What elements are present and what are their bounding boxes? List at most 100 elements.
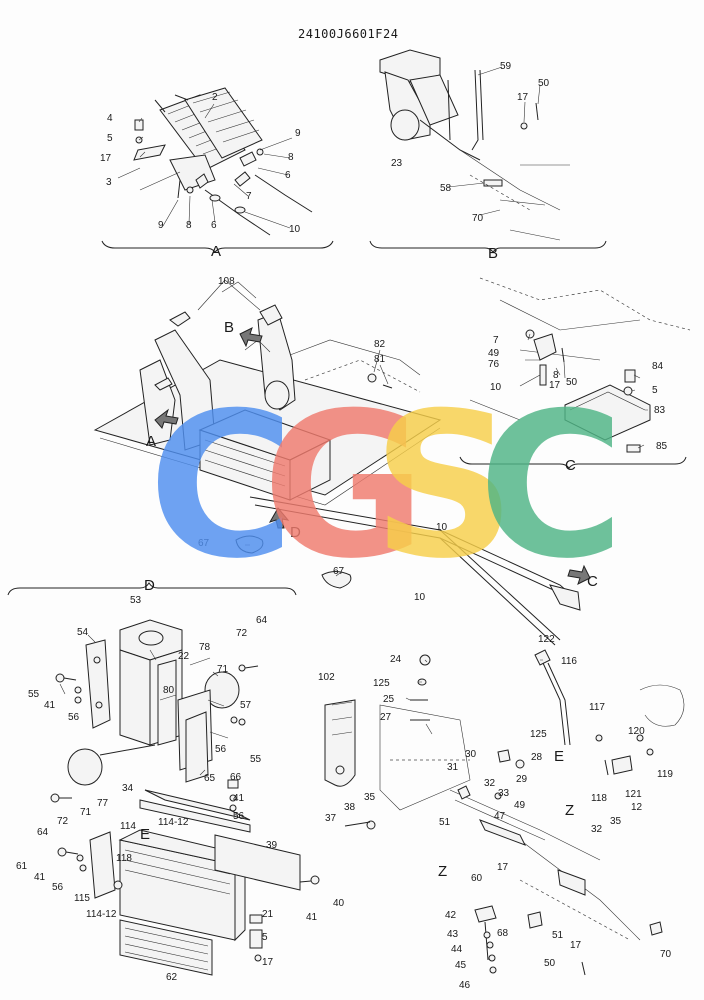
part-number-main: 67	[198, 538, 210, 549]
part-number-right: 37	[325, 813, 337, 824]
part-number-d: 22	[178, 651, 190, 662]
part-number-d: 55	[250, 754, 262, 765]
part-number-d: 71	[217, 664, 229, 675]
part-number-c: 10	[490, 382, 502, 393]
drawing-code: 24100J6601F24	[298, 27, 398, 41]
part-number-b: 17	[517, 92, 529, 103]
part-number-right: 49	[514, 800, 526, 811]
part-number-d: 118	[116, 853, 132, 864]
part-number-d: 114	[120, 821, 136, 832]
callout-view-c: C	[587, 573, 598, 590]
part-number-d: 57	[240, 700, 252, 711]
section-b-title: B	[488, 245, 498, 262]
section-a-pedals	[133, 87, 313, 236]
part-number-a: 8	[288, 152, 294, 163]
callout-view-e-left: E	[140, 826, 150, 843]
part-number-c: 83	[654, 405, 666, 416]
part-number-c: 84	[652, 361, 664, 372]
part-number-right: 118	[591, 793, 607, 804]
part-number-c: 50	[566, 377, 578, 388]
part-number-d: 66	[230, 772, 242, 783]
callout-view-b: B	[224, 319, 234, 336]
fasteners-d	[50, 664, 320, 962]
part-number-right: 32	[591, 824, 603, 835]
part-number-d: 56	[215, 744, 227, 755]
callout-view-d: D	[290, 524, 301, 541]
part-number-d: 56	[233, 811, 245, 822]
part-number-d: 39	[266, 840, 278, 851]
part-number-right: 17	[570, 940, 582, 951]
part-number-right: 43	[447, 929, 459, 940]
part-number-right: 70	[660, 949, 672, 960]
part-number-d: 5	[262, 932, 268, 943]
section-a-title: A	[211, 243, 221, 260]
part-number-a: 3	[106, 177, 112, 188]
part-number-right: 116	[561, 656, 577, 667]
part-number-c: 76	[488, 359, 500, 370]
part-number-c: 7	[493, 335, 499, 346]
part-number-right: 24	[390, 654, 402, 665]
part-number-right: 121	[625, 789, 642, 800]
part-number-right: 51	[552, 930, 564, 941]
part-number-right: 102	[318, 672, 335, 683]
part-number-right: 125	[530, 729, 547, 740]
part-number-main: 108	[218, 276, 235, 287]
callout-view-z-right: Z	[565, 802, 574, 819]
part-number-right: 25	[383, 694, 395, 705]
part-number-d: 41	[306, 912, 318, 923]
part-number-d: 17	[262, 957, 274, 968]
part-number-a: 7	[246, 191, 252, 202]
part-number-right: 29	[516, 774, 528, 785]
part-number-c: 5	[652, 385, 658, 396]
part-number-a: 4	[107, 113, 113, 124]
part-number-d: 54	[77, 627, 89, 638]
part-number-d: 64	[37, 827, 49, 838]
part-number-d: 78	[199, 642, 211, 653]
part-number-right: 68	[497, 928, 509, 939]
part-number-right: 50	[544, 958, 556, 969]
part-number-right: 28	[531, 752, 543, 763]
section-c-bracket	[469, 277, 691, 453]
part-number-right: 119	[657, 769, 673, 780]
part-number-c: 17	[549, 380, 561, 391]
part-number-b: 58	[440, 183, 452, 194]
part-number-a: 9	[158, 220, 164, 231]
part-number-d: 55	[28, 689, 40, 700]
part-number-right: 46	[459, 980, 471, 991]
callout-view-e-right: E	[554, 748, 564, 765]
part-number-right: 12	[631, 802, 643, 813]
part-number-main: 81	[374, 354, 386, 365]
leader-lines	[59, 66, 648, 776]
callout-view-a: A	[146, 433, 156, 450]
watermark-letter: C	[148, 370, 295, 603]
part-number-right: 60	[471, 873, 483, 884]
part-number-right: 45	[455, 960, 467, 971]
part-number-right: 42	[445, 910, 457, 921]
watermark-letter: G	[262, 370, 426, 603]
section-d-cabinet	[50, 619, 320, 976]
part-number-main: 53	[130, 595, 142, 606]
part-number-main: 10	[414, 592, 426, 603]
part-number-a: 2	[212, 92, 218, 103]
part-number-a: 9	[295, 128, 301, 139]
part-number-d: 41	[34, 872, 46, 883]
part-number-right: 51	[439, 817, 451, 828]
part-number-d: 72	[57, 816, 69, 827]
part-number-d: 77	[97, 798, 109, 809]
part-number-right: 31	[447, 762, 459, 773]
part-number-right: 32	[484, 778, 496, 789]
part-number-main: 10	[436, 522, 448, 533]
callout-view-z-left: Z	[438, 863, 447, 880]
part-number-d: 72	[236, 628, 248, 639]
part-number-d: 71	[80, 807, 92, 818]
part-number-right: 35	[364, 792, 376, 803]
section-c-title: C	[565, 457, 576, 474]
part-number-a: 6	[211, 220, 217, 231]
part-number-d: 80	[163, 685, 175, 696]
part-number-right: 117	[589, 702, 605, 713]
part-number-right: 47	[494, 811, 506, 822]
part-number-right: 120	[628, 726, 645, 737]
